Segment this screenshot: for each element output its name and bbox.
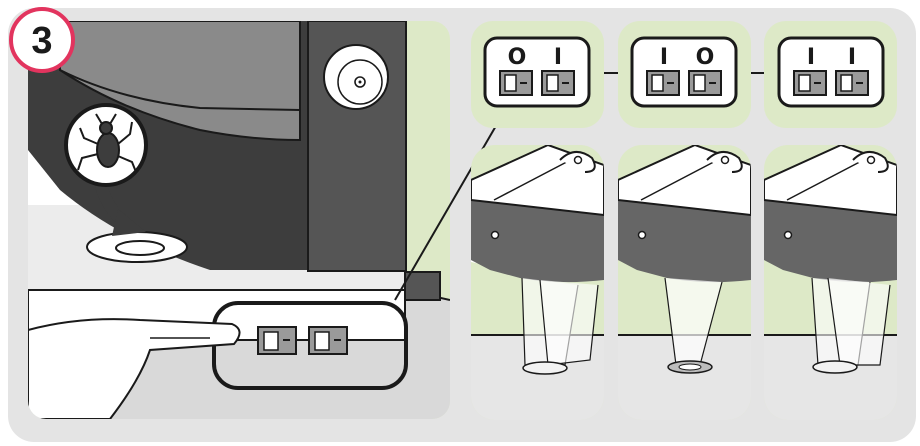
switch-c-right-mark: I	[848, 45, 856, 70]
base-switch-left[interactable]	[258, 327, 296, 354]
base-switch-right[interactable]	[309, 327, 347, 354]
switch-a-right-mark: I	[554, 45, 562, 70]
switch-a-left[interactable]	[500, 71, 532, 95]
switch-a-left-mark: O	[508, 45, 527, 70]
main-scene	[28, 21, 450, 419]
switch-b-right-mark: O	[696, 45, 715, 70]
beam-panel-b	[618, 145, 751, 420]
beam-panel-c	[764, 145, 897, 420]
switch-c-left-mark: I	[807, 45, 815, 70]
switch-b-left[interactable]	[647, 71, 679, 95]
step-badge: 3	[11, 9, 73, 71]
switch-b-left-mark: I	[660, 45, 668, 70]
step-number: 3	[31, 20, 52, 62]
switch-a-right[interactable]	[542, 71, 574, 95]
switch-panel-c: I I	[779, 38, 883, 106]
switch-c-right[interactable]	[836, 71, 868, 95]
target-inner	[116, 241, 164, 255]
switch-panel-b: I O	[632, 38, 736, 106]
switch-panel-a: O I	[485, 38, 589, 106]
switch-b-right[interactable]	[689, 71, 721, 95]
switch-c-left[interactable]	[794, 71, 826, 95]
beam-panel-a	[471, 145, 604, 420]
